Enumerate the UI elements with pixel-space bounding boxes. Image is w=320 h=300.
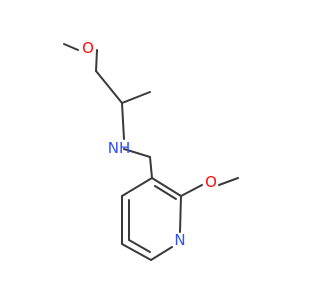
bond-ring-double-c6-c5 (128, 239, 151, 253)
bond-ch-methyl (121, 91, 151, 104)
bond-ring-double-c3-c2 (154, 185, 177, 200)
bond-ring-c4-c3 (121, 177, 153, 197)
atom-labels: O NH O N (82, 39, 217, 249)
bond-c2-o-ring (180, 184, 203, 197)
bond-ch2-ch (95, 70, 123, 104)
bond-ring-c3-c2 (151, 177, 182, 197)
bond-methyl-o-top (63, 43, 79, 51)
bond-lines (63, 43, 239, 261)
bond-o-ch2 (95, 49, 98, 72)
amine-label: NH (108, 139, 131, 157)
bond-o-ring-methyl (218, 177, 239, 186)
bond-ch-nh (121, 102, 125, 140)
molecule-structure: O NH O N (63, 39, 239, 261)
oxygen-label-ring: O (205, 173, 217, 191)
bond-nh-ch2 (123, 148, 151, 158)
bond-ring-c2-n (179, 195, 182, 233)
bond-ch2-ring (149, 156, 153, 179)
bond-ring-c6-c5 (121, 243, 152, 261)
oxygen-label-top: O (82, 39, 94, 57)
ring-nitrogen-label: N (174, 231, 185, 249)
bond-ring-n-c6 (150, 246, 173, 261)
